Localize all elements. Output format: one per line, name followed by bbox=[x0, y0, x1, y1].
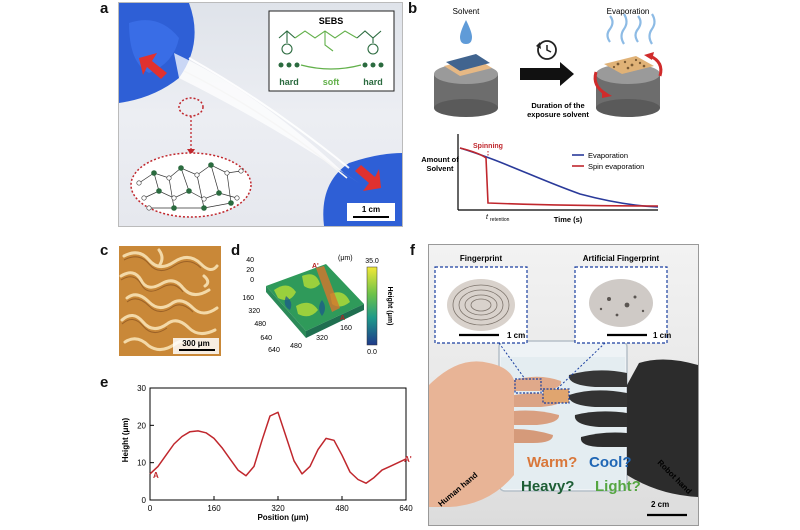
y-tick-label: 20 bbox=[137, 421, 146, 430]
z-tick-0: 0 bbox=[250, 277, 254, 284]
solvent-droplet-icon bbox=[460, 20, 472, 44]
panel-a-photo: SEBS hard soft hard 1 cm bbox=[118, 2, 403, 227]
y-tick-640: 640 bbox=[260, 335, 272, 342]
spin-stage-right bbox=[596, 64, 660, 84]
cross-section-plane bbox=[316, 266, 340, 312]
colorbar-label: Height (μm) bbox=[386, 287, 393, 326]
clock-history-icon bbox=[537, 40, 557, 60]
a-prime-label-e: A' bbox=[404, 455, 412, 464]
y-tick-label: 10 bbox=[137, 459, 146, 468]
panel-b-process: Solvent Evaporation Duration of the expo… bbox=[420, 2, 682, 225]
scalebar-a-label: 1 cm bbox=[362, 205, 380, 214]
hard-label-left: hard bbox=[279, 77, 299, 87]
panel-f-photo: 1 cm Fingerprint 1 cm Artificial Fingerp… bbox=[428, 244, 699, 526]
x-tick-label: 320 bbox=[271, 504, 285, 513]
human-fingerprint-patch bbox=[514, 378, 542, 394]
t-retention-subscript: retention bbox=[490, 217, 510, 223]
x-tick-label: 640 bbox=[399, 504, 413, 513]
panel-label-e: e bbox=[100, 374, 109, 391]
heavy-label: Heavy? bbox=[521, 478, 574, 495]
chart-y-label: Height (μm) bbox=[121, 417, 130, 462]
pull-arrow-right-icon bbox=[355, 165, 381, 191]
legend-spin-evaporation: Spin evaporation bbox=[588, 162, 644, 171]
x-tick-label: 0 bbox=[148, 504, 153, 513]
human-hand bbox=[429, 361, 514, 507]
panel-label-f: f bbox=[410, 242, 415, 259]
panel-label-d: d bbox=[231, 242, 241, 259]
z-tick-40: 40 bbox=[246, 257, 254, 264]
pull-arrow-left-icon bbox=[139, 53, 167, 79]
panel-d-3d-surface: 40 20 0 160 320 480 640 640 480 320 160 … bbox=[236, 246, 399, 368]
x-tick-320: 320 bbox=[316, 335, 328, 342]
unit-label: (μm) bbox=[338, 255, 353, 262]
soft-label: soft bbox=[323, 77, 340, 87]
colorbar-max: 35.0 bbox=[365, 258, 379, 265]
scalebar-f1-label: 1 cm bbox=[507, 331, 525, 340]
zoom-circle-small bbox=[178, 97, 204, 117]
spin-evaporation-curve bbox=[459, 147, 659, 207]
molecular-network-inset bbox=[130, 152, 252, 218]
y-tick-label: 30 bbox=[137, 384, 146, 393]
stretched-film-illustration: SEBS hard soft hard 1 cm bbox=[119, 3, 402, 226]
scalebar-c-label: 300 μm bbox=[182, 339, 210, 348]
y-axis-label-line1: Amount of bbox=[421, 155, 459, 164]
warm-label: Warm? bbox=[527, 454, 577, 471]
x-tick-480: 480 bbox=[290, 343, 302, 350]
a-prime-label-d: A' bbox=[312, 263, 319, 270]
panel-label-c: c bbox=[100, 242, 109, 259]
light-label: Light? bbox=[595, 478, 641, 495]
spin-arrow-left-icon bbox=[602, 90, 612, 98]
sebs-structure-inset bbox=[268, 10, 395, 92]
spin-arrow-right-icon bbox=[644, 52, 654, 60]
duration-label-line1: Duration of the bbox=[531, 101, 584, 110]
substrate-with-solvent bbox=[446, 54, 490, 71]
x-tick-label: 480 bbox=[335, 504, 349, 513]
robot-hand bbox=[627, 359, 698, 497]
scalebar-f2-label: 1 cm bbox=[653, 331, 671, 340]
legend-evaporation: Evaporation bbox=[588, 151, 628, 160]
y-tick-480: 480 bbox=[254, 321, 266, 328]
evaporation-label: Evaporation bbox=[607, 7, 650, 16]
dried-film-substrate bbox=[604, 56, 654, 74]
panel-e-height-profile: Height (μm) Position (μm) 0 10 20 30 0 160 320… bbox=[118, 378, 418, 523]
artificial-fingerprint-patch bbox=[542, 388, 570, 404]
t-retention-label: t bbox=[486, 214, 489, 221]
height-profile-chart: Height (μm) Position (μm) 0 10 20 30 0 160 320… bbox=[121, 384, 413, 522]
process-arrow-icon bbox=[520, 62, 574, 86]
y-axis-label-line2: Solvent bbox=[426, 164, 454, 173]
z-tick-20: 20 bbox=[246, 267, 254, 274]
chart-x-label: Position (μm) bbox=[257, 513, 308, 522]
chart-frame bbox=[149, 387, 407, 501]
x-tick-160: 160 bbox=[340, 325, 352, 332]
x-tick-640: 640 bbox=[268, 347, 280, 354]
colorbar-min: 0.0 bbox=[367, 349, 377, 356]
surface-plot bbox=[266, 264, 364, 331]
height-profile-line bbox=[149, 411, 407, 484]
vapor-icon bbox=[606, 13, 656, 45]
y-tick-160: 160 bbox=[242, 295, 254, 302]
panel-c-micrograph: 300 μm bbox=[119, 246, 221, 356]
fingerprint-title: Fingerprint bbox=[460, 254, 503, 263]
a-label-e: A bbox=[153, 471, 159, 480]
solvent-label: Solvent bbox=[453, 7, 480, 16]
x-tick-label: 160 bbox=[207, 504, 221, 513]
artificial-fingerprint-title: Artificial Fingerprint bbox=[583, 254, 660, 263]
sebs-title: SEBS bbox=[319, 16, 344, 26]
a-label-d: A bbox=[340, 315, 345, 322]
colorbar bbox=[366, 266, 378, 346]
panel-label-a: a bbox=[100, 0, 109, 17]
hard-label-right: hard bbox=[363, 77, 383, 87]
y-tick-label: 0 bbox=[142, 496, 147, 505]
cool-label: Cool? bbox=[589, 454, 632, 471]
y-tick-320: 320 bbox=[248, 308, 260, 315]
duration-label-line2: exposure solvent bbox=[527, 110, 589, 119]
spinning-label: Spinning bbox=[473, 143, 503, 150]
wrinkle-micrograph: 300 μm bbox=[119, 246, 221, 356]
panel-label-b: b bbox=[408, 0, 418, 17]
solvent-amount-plot: Amount of Solvent Time (s) Spinning t re… bbox=[421, 134, 659, 224]
scalebar-f3-label: 2 cm bbox=[651, 500, 669, 509]
x-axis-label: Time (s) bbox=[554, 215, 583, 224]
evaporation-curve bbox=[459, 147, 659, 208]
